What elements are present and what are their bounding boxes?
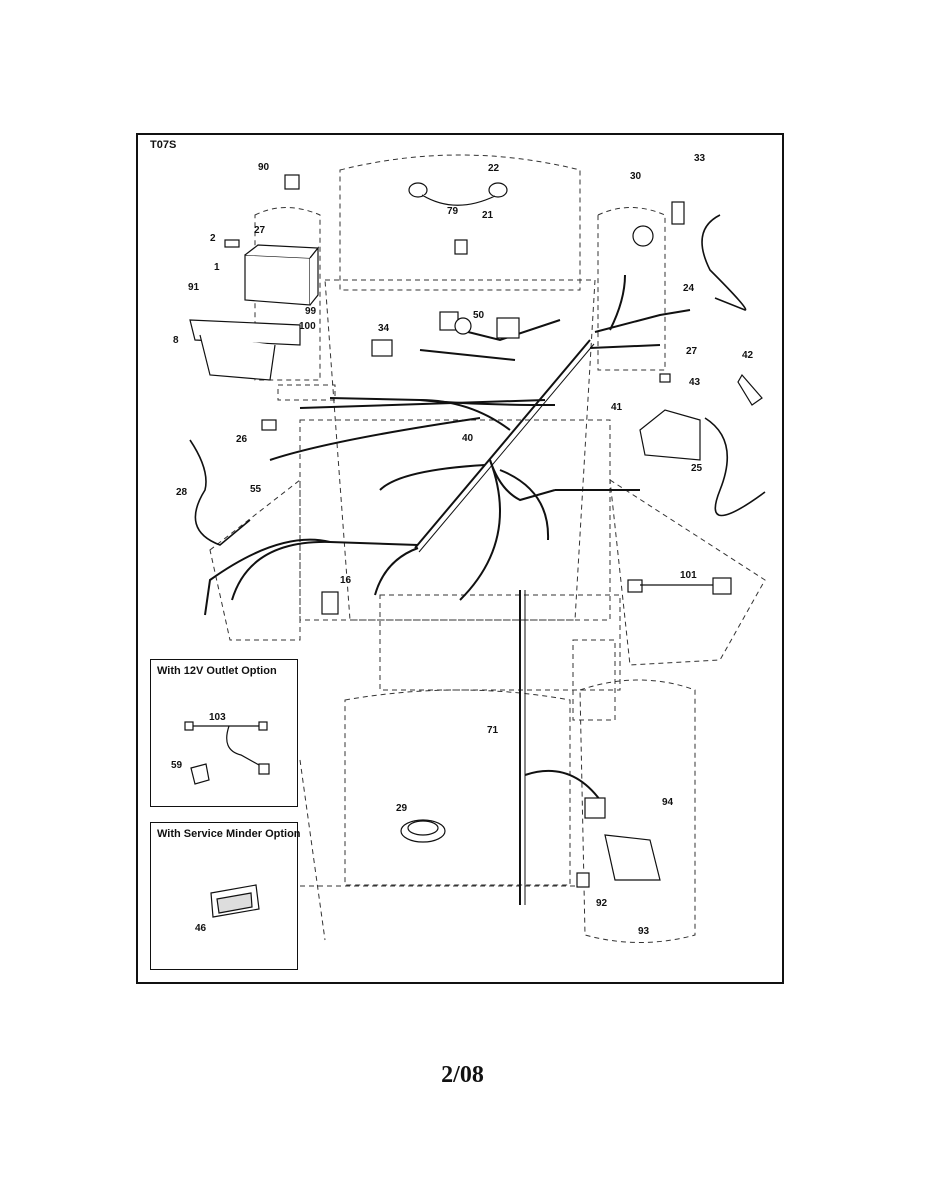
inset-12v-outlet-title: With 12V Outlet Option	[157, 665, 277, 677]
diagram-frame	[136, 133, 784, 984]
diagram-code: T07S	[150, 139, 177, 151]
callout-42: 42	[742, 350, 754, 361]
callout-25: 25	[691, 463, 703, 474]
callout-26: 26	[236, 434, 248, 445]
callout-27-right: 27	[686, 346, 698, 357]
main-harness	[204, 274, 691, 905]
callout-28: 28	[176, 487, 188, 498]
callout-2: 2	[210, 233, 216, 244]
callout-41: 41	[611, 402, 623, 413]
callout-33: 33	[694, 153, 706, 164]
callout-92: 92	[596, 898, 608, 909]
inset-service-minder-drawing: 46	[195, 884, 260, 934]
callout-90: 90	[258, 162, 270, 173]
callout-1: 1	[214, 262, 220, 273]
callout-30: 30	[630, 171, 642, 182]
callout-55: 55	[250, 484, 262, 495]
inset-12v-outlet: With 12V Outlet Option 103 59	[150, 659, 298, 807]
callout-103: 103	[209, 712, 226, 723]
callout-100: 100	[299, 321, 316, 332]
callout-29: 29	[396, 803, 408, 814]
callout-94: 94	[662, 797, 674, 808]
callout-99: 99	[305, 306, 317, 317]
inset-service-minder: With Service Minder Option 46	[150, 822, 301, 970]
page-footer: 2/08	[441, 1062, 484, 1088]
callout-50: 50	[473, 310, 485, 321]
callout-91: 91	[188, 282, 200, 293]
callout-21: 21	[482, 210, 494, 221]
callout-101: 101	[680, 570, 697, 581]
callouts: 90 22 33 30 2 27 79 21 1 24 91 99 100 50…	[173, 153, 754, 937]
callout-8: 8	[173, 335, 179, 346]
battery-tray	[189, 319, 301, 381]
cables	[189, 214, 766, 546]
callout-16: 16	[340, 575, 352, 586]
callout-46: 46	[195, 923, 207, 934]
callout-59: 59	[171, 760, 183, 771]
callout-93: 93	[638, 926, 650, 937]
callout-71: 71	[487, 725, 499, 736]
inset-service-minder-title: With Service Minder Option	[157, 828, 301, 840]
battery	[244, 244, 320, 306]
tractor-outline	[209, 154, 766, 943]
callout-27-top: 27	[254, 225, 266, 236]
callout-22: 22	[488, 163, 500, 174]
callout-79: 79	[447, 206, 459, 217]
callout-34: 34	[378, 323, 390, 334]
components	[224, 174, 763, 888]
callout-24: 24	[683, 283, 695, 294]
callout-40: 40	[462, 433, 474, 444]
inset-12v-outlet-drawing: 103 59	[171, 712, 270, 785]
callout-43: 43	[689, 377, 701, 388]
